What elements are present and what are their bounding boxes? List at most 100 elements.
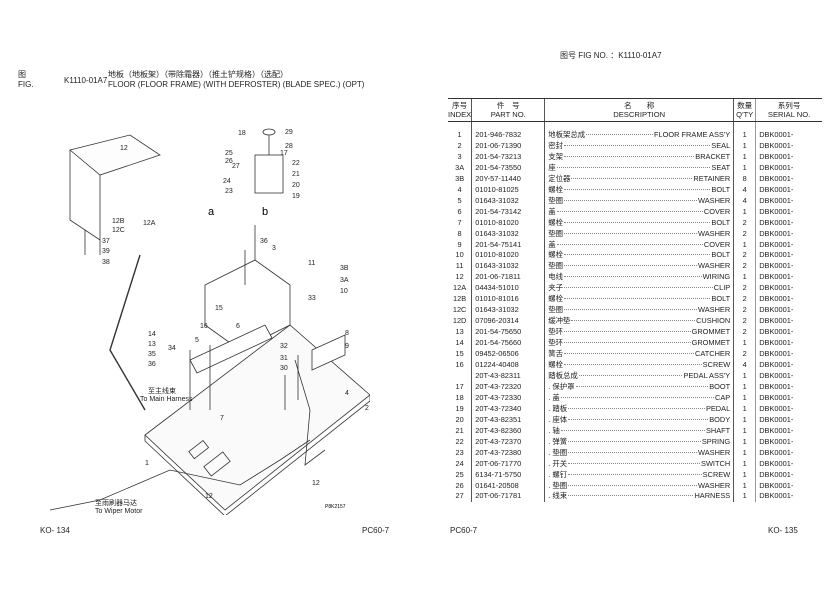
description-cn: 地板架总成 xyxy=(548,130,586,139)
description-cn: 缓冲垫 xyxy=(548,316,571,326)
callout: 9 xyxy=(345,343,349,350)
callout: 23 xyxy=(225,188,233,195)
leader-dots xyxy=(564,276,702,278)
description-cn: 螺栓 xyxy=(548,250,564,260)
row-qty: 1 xyxy=(733,425,756,437)
row-serial: DBK0001- xyxy=(755,305,822,317)
row-part-no: 20T-43-82351 xyxy=(471,414,545,426)
row-qty: 4 xyxy=(733,195,756,207)
leader-dots xyxy=(564,287,713,289)
description-cn: 螺栓 xyxy=(548,360,564,370)
description-en: BOOT xyxy=(709,381,731,391)
leader-dots xyxy=(571,177,693,179)
row-index: 12B xyxy=(453,294,467,304)
row-index: 14 xyxy=(455,338,464,348)
row-serial: DBK0001- xyxy=(755,184,822,196)
leader-dots xyxy=(568,462,701,464)
row-part-no: 01010-81025 xyxy=(471,184,545,196)
callout: 12 xyxy=(205,493,213,500)
description-cn: 电线 xyxy=(548,272,564,282)
description-cn: 垫圈 xyxy=(548,228,564,238)
row-part-no: 07096-20314 xyxy=(471,316,545,328)
leader-dots xyxy=(568,451,698,453)
fig-label-cn: 图 xyxy=(18,70,26,79)
row-index: 21 xyxy=(455,425,464,435)
leader-dots xyxy=(568,407,705,409)
callout: 20 xyxy=(292,182,300,189)
row-qty: 1 xyxy=(733,338,756,350)
row-part-no: 04434-51010 xyxy=(471,283,545,295)
leader-dots xyxy=(556,166,711,168)
row-part-no: 20T-43-72320 xyxy=(471,381,545,393)
callout: 36 xyxy=(260,238,268,245)
row-part-no: 20T-43-72330 xyxy=(471,392,545,404)
description-cn: 盖 xyxy=(548,206,556,216)
description-en: BOLT xyxy=(711,294,731,304)
description-cn: 垫圈 xyxy=(548,195,564,205)
row-serial: DBK0001- xyxy=(755,217,822,229)
row-qty: 1 xyxy=(733,162,756,174)
row-qty: 2 xyxy=(733,305,756,317)
description-en: CLIP xyxy=(713,283,731,293)
callout: 33 xyxy=(308,295,316,302)
row-qty: 2 xyxy=(733,327,756,339)
leader-dots xyxy=(564,342,691,344)
row-part-no: 01643-31032 xyxy=(471,305,545,317)
row-serial: DBK0001- xyxy=(755,381,822,393)
leader-dots xyxy=(556,243,703,245)
description-cn: . 轴 xyxy=(548,425,560,435)
row-part-no: 20T-43-82360 xyxy=(471,425,545,437)
leader-dots xyxy=(564,155,695,157)
row-part-no: 20T-43-82311 xyxy=(471,370,545,382)
row-index: 19 xyxy=(455,403,464,413)
row-serial: DBK0001- xyxy=(755,162,822,174)
row-part-no: 201-54-73550 xyxy=(471,162,545,174)
description-en: COVER xyxy=(703,206,731,216)
description-cn: 夹子 xyxy=(548,283,564,293)
description-en: WASHER xyxy=(698,480,731,490)
row-part-no: 20T-43-72340 xyxy=(471,403,545,415)
row-part-no: 201-54-75660 xyxy=(471,338,545,350)
row-index: 12A xyxy=(453,283,467,293)
row-qty: 2 xyxy=(733,228,756,240)
description-cn: 踏板总成 xyxy=(548,370,578,380)
row-part-no: 20T-43-72370 xyxy=(471,436,545,448)
leader-dots xyxy=(568,418,709,420)
leader-dots xyxy=(564,232,698,234)
row-qty: 1 xyxy=(733,403,756,415)
row-index: 2 xyxy=(457,140,462,150)
description-en: SHAFT xyxy=(705,425,731,435)
leader-dots xyxy=(568,440,701,442)
callout: 16 xyxy=(200,323,208,330)
description-cn: . 踏板 xyxy=(548,403,568,413)
callout: 13 xyxy=(148,341,156,348)
description-cn: 定位器 xyxy=(548,173,571,183)
description-cn: 螺栓 xyxy=(548,184,564,194)
row-qty: 1 xyxy=(733,272,756,284)
row-qty: 1 xyxy=(733,140,756,152)
row-part-no: 201-946-7832 xyxy=(471,121,545,141)
leader-dots xyxy=(578,374,683,376)
row-qty: 1 xyxy=(733,151,756,163)
pedal-assembly xyxy=(254,154,284,194)
row-serial: DBK0001- xyxy=(755,458,822,470)
row-serial: DBK0001- xyxy=(755,469,822,481)
row-part-no: 201-54-75141 xyxy=(471,239,545,251)
callout: a xyxy=(208,206,215,218)
row-serial: DBK0001- xyxy=(755,228,822,240)
row-qty: 4 xyxy=(733,184,756,196)
description-en: FLOOR FRAME ASS'Y xyxy=(654,130,731,139)
row-index: 7 xyxy=(457,217,462,227)
description-en: WASHER xyxy=(698,261,731,271)
